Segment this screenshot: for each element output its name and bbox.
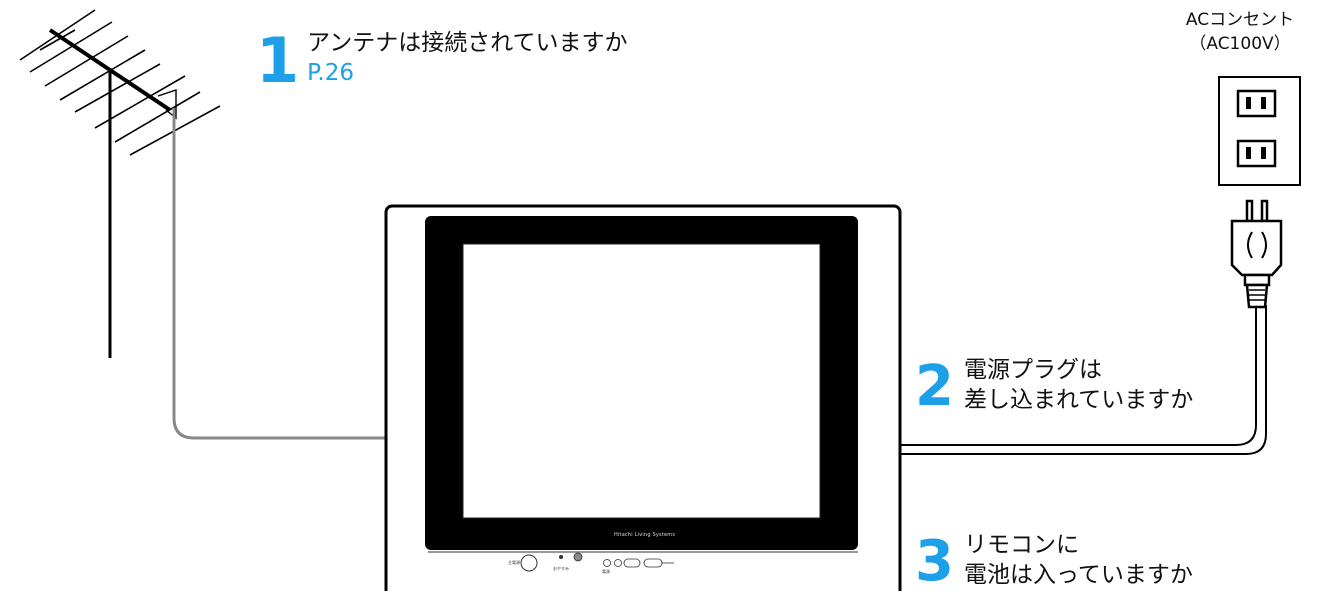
tv-brand: Hitachi Living Systems bbox=[614, 532, 676, 538]
step-3-number: 3 bbox=[915, 529, 954, 594]
power-plug-icon bbox=[1230, 199, 1283, 309]
step-1-text: アンテナは接続されていますか bbox=[307, 30, 628, 56]
step-2-line-1: 電源プラグは bbox=[963, 357, 1102, 383]
step-1-number: 1 bbox=[256, 24, 300, 97]
antenna-cable bbox=[172, 108, 388, 440]
tv-panel-label-2: おやすみ bbox=[553, 566, 569, 571]
step-1-page-ref[interactable]: P.26 bbox=[307, 60, 355, 86]
power-cable bbox=[900, 305, 1267, 455]
step-2: 2 電源プラグは 差し込まれていますか bbox=[915, 355, 1193, 415]
tv-panel-label-1: 主電源 bbox=[508, 560, 520, 565]
step-3-line-2: 電池は入っていますか bbox=[963, 562, 1193, 588]
outlet-icon bbox=[1218, 76, 1301, 186]
step-3-line-1: リモコンに bbox=[963, 532, 1079, 558]
outlet-label-line-1: ACコンセント bbox=[1185, 10, 1295, 30]
step-2-line-2: 差し込まれていますか bbox=[963, 387, 1194, 413]
step-1: 1 アンテナは接続されていますか P.26 bbox=[256, 28, 628, 92]
tv-panel-label-3: 電源 bbox=[602, 569, 610, 574]
outlet-label: ACコンセント （AC100V） bbox=[1160, 8, 1320, 56]
outlet-label-line-2: （AC100V） bbox=[1189, 34, 1291, 54]
antenna-icon bbox=[19, 9, 221, 358]
step-3: 3 リモコンに 電池は入っていますか bbox=[915, 530, 1193, 590]
step-2-number: 2 bbox=[915, 354, 954, 419]
tv-icon bbox=[384, 204, 902, 591]
